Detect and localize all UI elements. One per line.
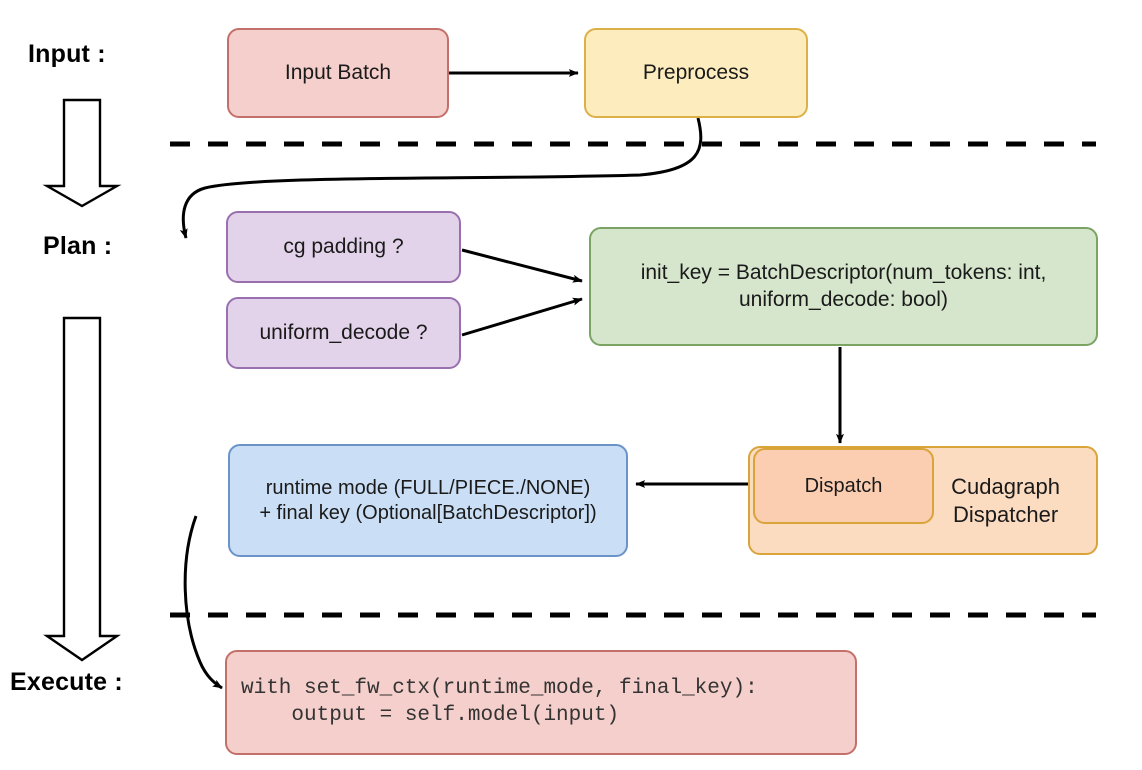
stage-arrow-plan-to-execute [43, 316, 121, 662]
node-dispatch[interactable]: Dispatch [753, 448, 934, 524]
node-preprocess[interactable]: Preprocess [584, 28, 808, 118]
node-init-key[interactable]: init_key = BatchDescriptor(num_tokens: i… [589, 227, 1098, 346]
node-runtime-mode[interactable]: runtime mode (FULL/PIECE./NONE) + final … [228, 444, 628, 557]
stage-label-plan: Plan : [43, 232, 113, 260]
stage-label-input: Input : [28, 40, 106, 68]
edge-uniform-decode-to-init-key [461, 297, 583, 337]
stage-arrow-input-to-plan [42, 98, 122, 208]
node-cg-padding[interactable]: cg padding ? [226, 211, 461, 283]
node-input-batch[interactable]: Input Batch [227, 28, 449, 118]
stage-label-execute: Execute : [10, 668, 123, 696]
edge-cg-padding-to-init-key [461, 248, 583, 283]
node-execute-code[interactable]: with set_fw_ctx(runtime_mode, final_key)… [225, 650, 857, 755]
node-uniform-decode[interactable]: uniform_decode ? [226, 297, 461, 369]
edge-runtime-mode-to-execute-code [183, 515, 223, 690]
